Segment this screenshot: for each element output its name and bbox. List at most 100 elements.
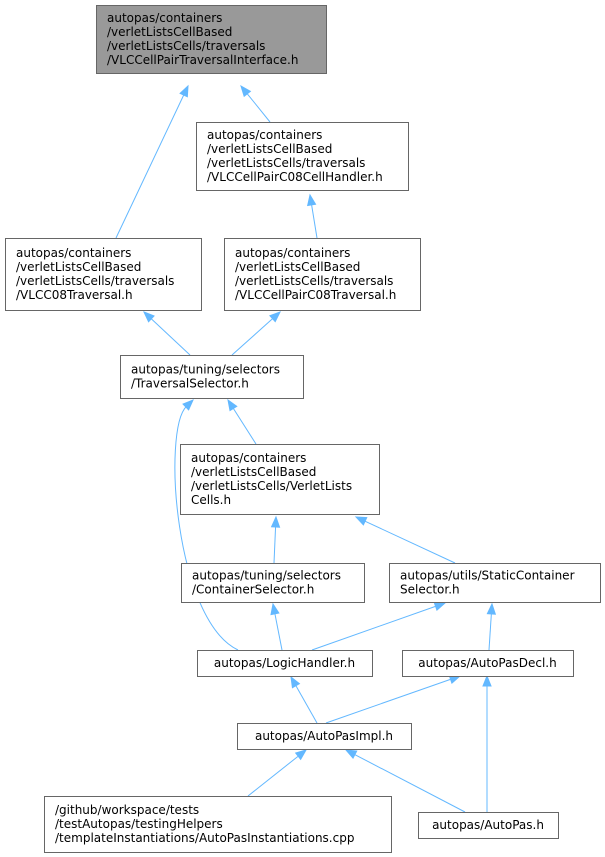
node-label-line: autopas/utils/StaticContainer <box>400 569 575 583</box>
edge-verlet-lists-cells-to-traversal-selector <box>227 398 257 445</box>
node-box[interactable] <box>44 796 392 853</box>
edge-autopas-h-to-autopas-impl <box>344 749 466 813</box>
node-label-line: Cells.h <box>191 493 231 507</box>
node-label-line: autopas/LogicHandler.h <box>214 656 355 670</box>
node-logic-handler[interactable]: autopas/LogicHandler.h <box>197 650 373 677</box>
edge-line <box>310 203 318 239</box>
edge-autopas-decl-to-static-container-selector <box>486 602 497 651</box>
node-label-line: /templateInstantiations/AutoPasInstantia… <box>55 831 354 845</box>
edge-arrowhead <box>143 311 155 323</box>
node-box[interactable] <box>180 444 380 515</box>
edge-line <box>311 605 437 651</box>
node-label-line: /verletListsCellBased <box>207 142 332 156</box>
edge-arrowhead <box>433 602 447 611</box>
node-label-line: /VLCCellPairTraversalInterface.h <box>107 53 298 67</box>
edge-line <box>294 684 318 724</box>
node-label-line: autopas/AutoPasImpl.h <box>255 729 393 743</box>
edge-arrowhead <box>294 749 308 761</box>
node-vlc-c08-traversal[interactable]: autopas/containers/verletListsCellBased/… <box>5 238 202 311</box>
edges-layer <box>115 84 497 813</box>
edge-arrowhead <box>354 516 368 526</box>
edge-line <box>115 93 185 239</box>
edge-arrowhead <box>269 311 282 323</box>
node-verlet-lists-cells[interactable]: autopas/containers/verletListsCellBased/… <box>180 444 380 515</box>
edge-arrowhead <box>227 398 238 412</box>
node-label-line: /verletListsCellBased <box>235 260 360 274</box>
node-label-line: /verletListsCellBased <box>191 465 316 479</box>
node-box[interactable] <box>196 122 409 191</box>
edge-autopas-impl-to-logic-handler <box>290 675 318 724</box>
edge-vlc-pair-c08-traversal-to-vlc-c08-handler <box>307 193 318 239</box>
edge-traversal-selector-to-vlc-c08-traversal <box>143 311 191 356</box>
node-label-line: /verletListsCells/traversals <box>16 274 174 288</box>
node-label-line: /testAutopas/testingHelpers <box>55 817 223 831</box>
node-box[interactable] <box>402 650 574 677</box>
edge-arrowhead <box>270 602 280 616</box>
node-vlc-interface[interactable]: autopas/containers/verletListsCellBased/… <box>96 5 327 74</box>
node-label-line: autopas/containers <box>191 451 306 465</box>
node-label-line: /verletListsCellBased <box>16 260 141 274</box>
edge-traversal-selector-to-vlc-pair-c08-traversal <box>231 311 282 356</box>
edge-logic-handler-to-container-selector <box>270 602 283 651</box>
node-label-line: autopas/tuning/selectors <box>192 569 341 583</box>
node-box[interactable] <box>418 812 559 839</box>
edge-arrowhead <box>240 84 252 98</box>
node-box[interactable] <box>197 650 373 677</box>
nodes-layer: autopas/containers/verletListsCellBased/… <box>5 5 601 853</box>
node-label-line: autopas/containers <box>16 246 131 260</box>
node-autopas-impl[interactable]: autopas/AutoPasImpl.h <box>237 723 412 750</box>
edge-logic-handler-to-static-container-selector <box>311 602 447 651</box>
node-label-line: /VLCCellPairC08Traversal.h <box>235 288 396 302</box>
node-label-line: autopas/containers <box>207 128 322 142</box>
node-box[interactable] <box>120 355 304 399</box>
edge-line <box>273 525 277 564</box>
node-label-line: /github/workspace/tests <box>55 803 199 817</box>
node-box[interactable] <box>389 563 601 603</box>
edge-arrowhead <box>486 602 497 615</box>
edge-line <box>174 405 239 651</box>
node-vlc-c08-handler[interactable]: autopas/containers/verletListsCellBased/… <box>196 122 409 191</box>
edge-line <box>274 612 283 651</box>
node-label-line: /verletListsCells/VerletLists <box>191 479 352 493</box>
node-box[interactable] <box>5 238 202 311</box>
node-autopas-instantiations[interactable]: /github/workspace/tests/testAutopas/test… <box>44 796 392 853</box>
node-label-line: autopas/tuning/selectors <box>131 363 280 377</box>
node-label-line: autopas/AutoPasDecl.h <box>418 656 556 670</box>
node-label-line: /verletListsCells/traversals <box>207 156 365 170</box>
edge-arrowhead <box>182 399 194 411</box>
node-label-line: /VLCCellPairC08CellHandler.h <box>207 170 383 184</box>
edge-autopas-h-to-autopas-decl <box>482 674 492 812</box>
node-label-line: /VLCC08Traversal.h <box>16 288 133 302</box>
node-traversal-selector[interactable]: autopas/tuning/selectors/TraversalSelect… <box>120 355 304 399</box>
edge-line <box>325 678 452 724</box>
node-box[interactable] <box>224 238 421 311</box>
edge-static-container-selector-to-verlet-lists-cells <box>354 516 456 564</box>
edge-autopas-instantiations-to-autopas-impl <box>247 749 308 797</box>
node-box[interactable] <box>237 723 412 750</box>
edge-line <box>246 92 271 123</box>
edge-arrowhead <box>344 749 358 760</box>
edge-vlc-c08-traversal-to-vlc-interface <box>115 84 189 239</box>
node-label-line: /TraversalSelector.h <box>131 377 249 391</box>
edge-arrowhead <box>290 675 301 689</box>
edge-autopas-impl-to-autopas-decl <box>325 675 462 724</box>
node-label-line: autopas/containers <box>235 246 350 260</box>
node-autopas-h[interactable]: autopas/AutoPas.h <box>418 812 559 839</box>
node-label-line: autopas/containers <box>107 11 222 25</box>
edge-vlc-c08-handler-to-vlc-interface <box>240 84 271 123</box>
node-label-line: /verletListsCells/traversals <box>235 274 393 288</box>
node-box[interactable] <box>96 5 327 74</box>
edge-arrowhead <box>270 515 281 528</box>
edge-line <box>363 520 456 564</box>
edge-line <box>232 407 257 445</box>
node-box[interactable] <box>181 563 365 603</box>
edge-line <box>150 317 191 356</box>
node-vlc-pair-c08-traversal[interactable]: autopas/containers/verletListsCellBased/… <box>224 238 421 311</box>
edge-arrowhead <box>307 193 317 207</box>
node-container-selector[interactable]: autopas/tuning/selectors/ContainerSelect… <box>181 563 365 603</box>
node-label-line: /ContainerSelector.h <box>192 583 314 597</box>
node-autopas-decl[interactable]: autopas/AutoPasDecl.h <box>402 650 574 677</box>
edge-arrowhead <box>179 84 189 98</box>
